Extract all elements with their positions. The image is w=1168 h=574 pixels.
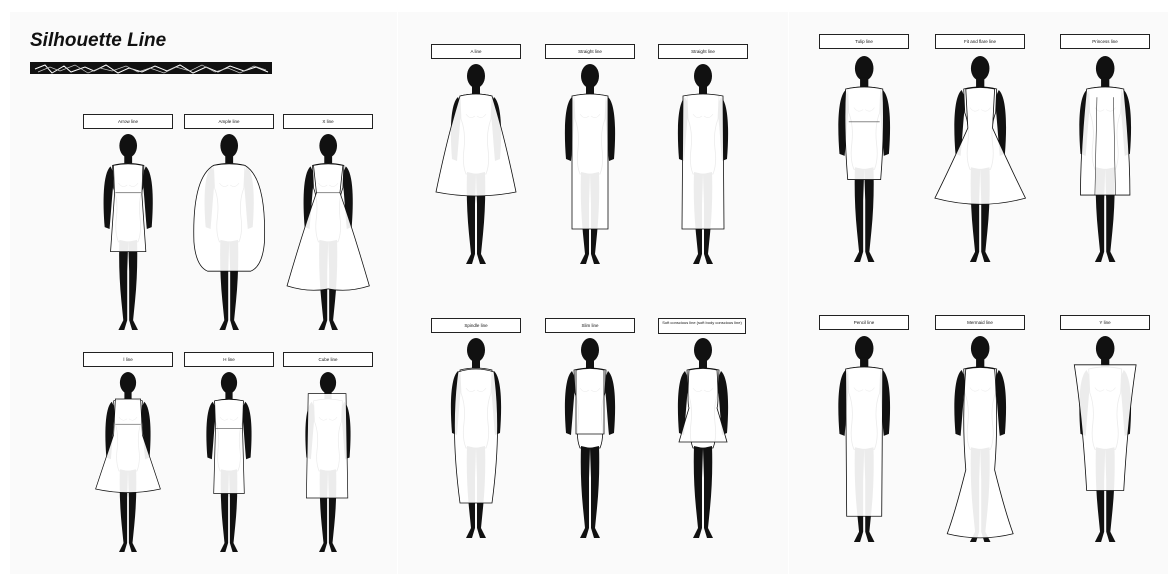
- neck: [586, 85, 594, 95]
- silhouette-label: Soft conscious line (soft body conscious…: [658, 318, 746, 334]
- fashion-figure: [1064, 336, 1146, 542]
- fashion-figure: [939, 56, 1021, 262]
- head: [120, 372, 136, 394]
- head: [971, 56, 990, 81]
- title-bar-pattern: [30, 63, 272, 74]
- fashion-figure: [89, 134, 167, 330]
- head: [220, 134, 238, 158]
- neck: [124, 155, 132, 165]
- dress-princess: [1080, 87, 1129, 195]
- head: [119, 134, 137, 158]
- fashion-figure: [436, 338, 516, 538]
- neck: [124, 391, 131, 400]
- dress-flare: [935, 87, 1026, 204]
- silhouette-label: Slim line: [545, 318, 635, 333]
- head: [221, 372, 237, 394]
- silhouette-label: Spindle line: [431, 318, 521, 333]
- left-leg: [118, 240, 128, 330]
- silhouette-label: Tulip line: [819, 34, 909, 49]
- left-leg: [580, 446, 590, 538]
- head: [694, 338, 712, 362]
- fashion-figure: [550, 338, 630, 538]
- dress-straight: [682, 94, 724, 229]
- right-leg: [703, 446, 713, 538]
- dress-y: [1074, 365, 1136, 491]
- dress-pencil: [845, 367, 882, 516]
- dress-tulip: [845, 87, 883, 180]
- silhouette-label: Ample line: [184, 114, 274, 129]
- head: [467, 338, 485, 362]
- left-leg: [854, 167, 864, 262]
- dress-i: [96, 399, 161, 493]
- neck: [860, 78, 868, 88]
- silhouette-label: Y line: [1060, 315, 1150, 330]
- neck: [699, 85, 707, 95]
- head: [971, 336, 990, 361]
- fashion-figure: [823, 336, 905, 542]
- silhouette-label: Pencil line: [819, 315, 909, 330]
- fashion-figure: [823, 56, 905, 262]
- dress-slim: [576, 369, 604, 435]
- fashion-figure: [436, 64, 516, 264]
- fashion-figure: [663, 338, 743, 538]
- neck: [225, 155, 233, 165]
- fashion-figure: [1064, 56, 1146, 262]
- neck: [586, 359, 594, 369]
- head: [320, 372, 336, 394]
- silhouette-label: Straight line: [545, 44, 635, 59]
- fashion-figure: [292, 372, 364, 552]
- fashion-figure: [289, 134, 367, 330]
- neck: [1101, 78, 1109, 88]
- neck: [225, 391, 232, 400]
- silhouette-label: Mermaid line: [935, 315, 1025, 330]
- fashion-figure: [550, 64, 630, 264]
- dress-h: [214, 399, 245, 493]
- silhouette-label: Arrow line: [83, 114, 173, 129]
- silhouette-label: Cube line: [283, 352, 373, 367]
- dress-straight: [572, 94, 608, 229]
- right-leg: [590, 446, 600, 538]
- fashion-figure: [939, 336, 1021, 542]
- head: [694, 64, 712, 88]
- dress-arrow: [110, 164, 145, 252]
- silhouette-label: H line: [184, 352, 274, 367]
- neck: [976, 358, 984, 368]
- page-title: Silhouette Line: [30, 30, 166, 52]
- fashion-figure: [193, 372, 265, 552]
- title-decorative-bar: [30, 62, 272, 74]
- neck: [860, 358, 868, 368]
- right-leg: [864, 167, 874, 262]
- head: [855, 56, 874, 81]
- fashion-figure: [190, 134, 268, 330]
- neck: [699, 359, 707, 369]
- neck: [472, 359, 480, 369]
- head: [467, 64, 485, 88]
- neck: [324, 155, 332, 165]
- silhouette-label: Ⅰ line: [83, 352, 173, 367]
- head: [581, 338, 599, 362]
- head: [855, 336, 874, 361]
- head: [319, 134, 337, 158]
- head: [1096, 336, 1115, 361]
- silhouette-label: Fit and flare line: [935, 34, 1025, 49]
- fashion-figure: [92, 372, 164, 552]
- dress-spindle: [454, 369, 497, 503]
- silhouette-label: A line: [431, 44, 521, 59]
- silhouette-label: Princess line: [1060, 34, 1150, 49]
- left-leg: [693, 446, 703, 538]
- neck: [472, 85, 480, 95]
- silhouette-label: X line: [283, 114, 373, 129]
- dress-x: [287, 164, 369, 290]
- silhouette-label: Straight line: [658, 44, 748, 59]
- head: [581, 64, 599, 88]
- dress-ample: [194, 164, 265, 271]
- head: [1096, 56, 1115, 81]
- neck: [976, 78, 984, 88]
- dress-cube: [306, 394, 347, 498]
- right-leg: [128, 240, 138, 330]
- dress-a: [436, 94, 516, 196]
- fashion-figure: [663, 64, 743, 264]
